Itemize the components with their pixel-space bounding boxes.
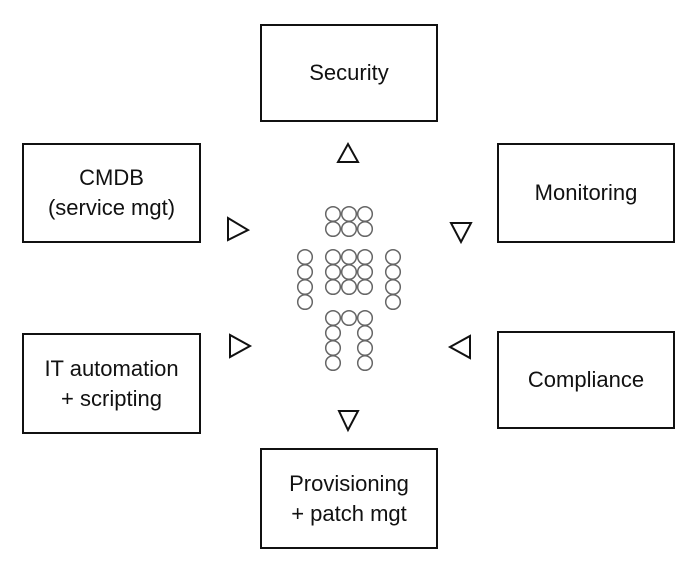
figure-circle (324, 324, 342, 342)
figure-circle (324, 339, 342, 357)
figure-circle (324, 263, 342, 281)
figure-circle (356, 205, 374, 223)
figure-circle (356, 339, 374, 357)
figure-circle (356, 220, 374, 238)
figure-circle (384, 278, 402, 296)
arrow-down-provisioning-icon (337, 410, 360, 433)
figure-circle (356, 354, 374, 372)
figure-circle (340, 309, 358, 327)
provisioning-label-line1: Provisioning (289, 470, 409, 496)
compliance-label: Compliance (527, 367, 645, 392)
arrow-right-it-automation-icon (229, 333, 253, 359)
monitoring-box: Monitoring (497, 143, 675, 243)
figure-circle (296, 263, 314, 281)
security-box: Security (260, 24, 438, 122)
figure-circle (324, 248, 342, 266)
arrow-right-cmdb-icon (227, 216, 251, 242)
figure-circle (324, 354, 342, 372)
arrow-down-monitoring-icon (449, 222, 473, 245)
arrow-up-security-icon (336, 141, 360, 163)
figure-circle (324, 220, 342, 238)
arrow-left-compliance-icon (447, 334, 471, 360)
figure-circle (356, 263, 374, 281)
figure-circle (296, 293, 314, 311)
figure-circle (340, 248, 358, 266)
monitoring-label: Monitoring (534, 180, 638, 205)
figure-circle (356, 248, 374, 266)
figure-circle (384, 263, 402, 281)
person-of-circles-icon (296, 205, 402, 372)
security-label: Security (309, 60, 389, 85)
figure-circle (324, 278, 342, 296)
figure-circle (384, 293, 402, 311)
figure-circle (296, 278, 314, 296)
cmdb-label-line2: (service mgt) (47, 195, 176, 220)
figure-circle (356, 309, 374, 327)
figure-circle (340, 205, 358, 223)
it-automation-box: IT automation + scripting (22, 333, 201, 434)
it-automation-label-line1: IT automation (44, 355, 179, 381)
provisioning-box: Provisioning + patch mgt (260, 448, 438, 549)
provisioning-label-line2: + patch mgt (291, 500, 407, 526)
figure-circle (384, 248, 402, 266)
figure-circle (356, 324, 374, 342)
figure-circle (324, 309, 342, 327)
it-automation-label-line2: + scripting (61, 385, 162, 411)
figure-circle (340, 220, 358, 238)
cmdb-label-line1: CMDB (79, 165, 144, 190)
figure-circle (356, 278, 374, 296)
cmdb-box: CMDB (service mgt) (22, 143, 201, 243)
figure-circle (340, 263, 358, 281)
figure-circle (340, 278, 358, 296)
compliance-box: Compliance (497, 331, 675, 429)
figure-circle (324, 205, 342, 223)
figure-circle (296, 248, 314, 266)
